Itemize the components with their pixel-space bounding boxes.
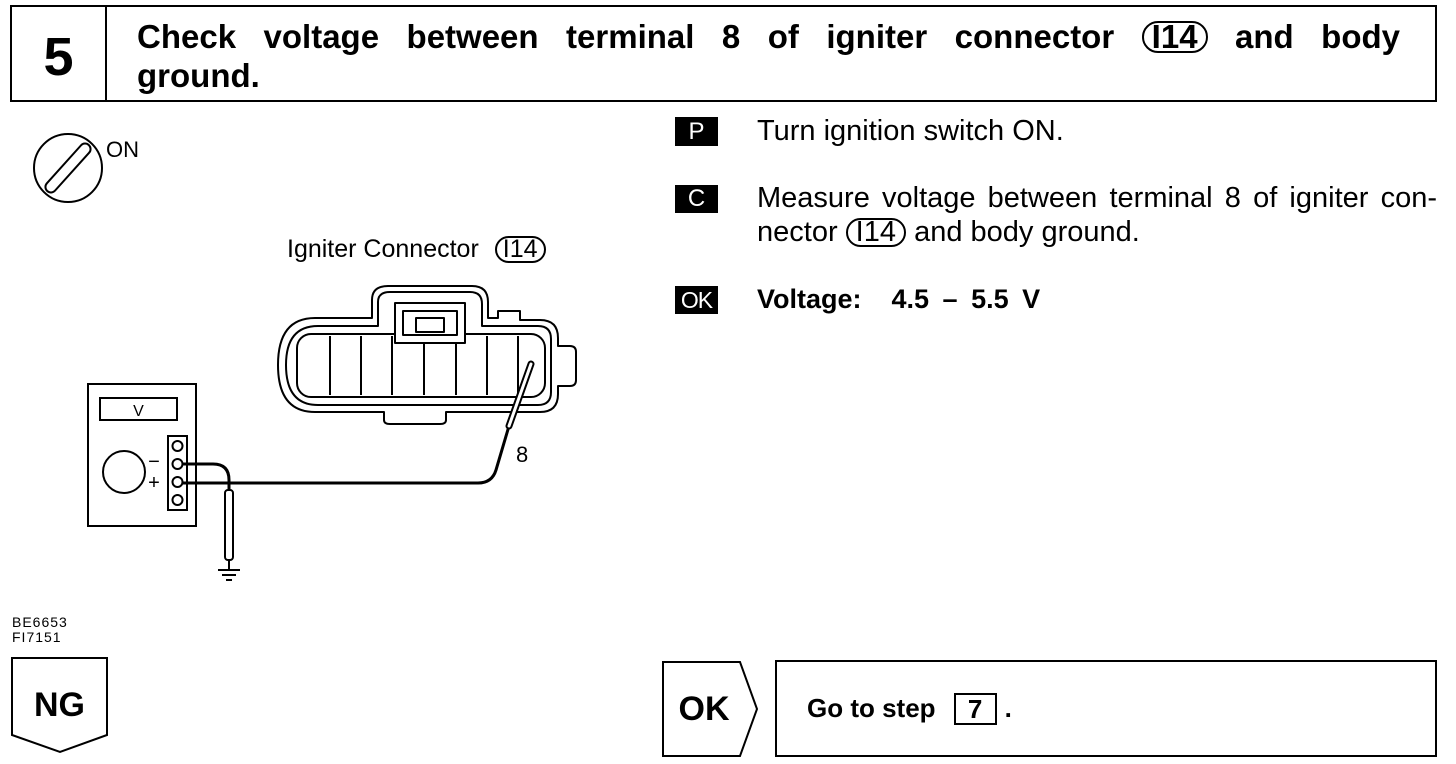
prepare-instruction: Turn ignition switch ON. bbox=[757, 115, 1064, 147]
negative-wire bbox=[182, 462, 231, 490]
ng-result-label: NG bbox=[34, 686, 85, 724]
step-title-line-1: Check voltage between terminal 8 of igni… bbox=[137, 17, 1400, 56]
connector-code-badge: I14 bbox=[1141, 20, 1208, 53]
meter-terminal bbox=[171, 494, 184, 506]
ignition-switch-icon bbox=[33, 133, 103, 203]
meter-body bbox=[87, 383, 197, 527]
connector-housing-outer bbox=[277, 285, 577, 425]
latch-inner bbox=[415, 317, 445, 333]
step-title: Check voltage between terminal 8 of igni… bbox=[137, 17, 1400, 95]
check-badge: C bbox=[675, 185, 718, 213]
meter-unit: V bbox=[133, 403, 144, 420]
ground-icon bbox=[218, 569, 240, 581]
step-title-line-2: ground. bbox=[137, 57, 260, 94]
check-instruction-line-1: Measure voltage between terminal 8 of ig… bbox=[757, 182, 1437, 214]
step-header: 5 Check voltage between terminal 8 of ig… bbox=[10, 5, 1437, 102]
meter-minus-sign: − bbox=[148, 451, 160, 473]
connector-code-badge: I14 bbox=[494, 236, 546, 263]
check-instruction: Measure voltage between terminal 8 of ig… bbox=[757, 181, 1437, 249]
positive-wire bbox=[182, 425, 511, 485]
voltage-value: 4.5 – 5.5 V bbox=[891, 284, 1041, 314]
key-slot bbox=[44, 142, 92, 194]
check-instruction-text: and body ground. bbox=[914, 216, 1140, 248]
ng-result-marker bbox=[11, 657, 108, 754]
ok-result-box: Go to step 7. bbox=[775, 660, 1437, 757]
connector-label: Igniter Connector I14 bbox=[287, 234, 546, 264]
negative-test-lead bbox=[182, 462, 234, 570]
positive-test-lead bbox=[182, 360, 535, 485]
ground-probe bbox=[224, 489, 234, 561]
step-title-text: and body bbox=[1235, 18, 1401, 55]
terminal-slots bbox=[329, 336, 519, 395]
meter-terminal bbox=[171, 440, 184, 452]
meter-terminal-positive bbox=[171, 476, 184, 488]
prepare-badge: P bbox=[675, 117, 718, 146]
meter-display bbox=[99, 397, 178, 421]
connector-housing-inner bbox=[285, 291, 552, 406]
figure-code: FI7151 bbox=[12, 629, 62, 645]
voltmeter: V − + bbox=[87, 383, 197, 527]
step-number: 5 bbox=[12, 7, 107, 100]
switch-on-label: ON bbox=[106, 137, 139, 162]
switch-body bbox=[33, 133, 103, 203]
meter-terminal-negative bbox=[171, 458, 184, 470]
figure-code: BE6653 bbox=[12, 614, 68, 630]
go-to-step-period: . bbox=[1004, 693, 1012, 723]
probe-core bbox=[507, 362, 533, 428]
voltage-label: Voltage: bbox=[757, 284, 862, 314]
figure-codes: BE6653 FI7151 bbox=[12, 615, 68, 645]
connector-code-badge: I14 bbox=[845, 218, 906, 247]
connector-label-text: Igniter Connector bbox=[287, 235, 479, 263]
meter-dial bbox=[102, 450, 146, 494]
check-instruction-line-2: nector I14 and body ground. bbox=[757, 215, 1437, 249]
go-to-step-text: Go to step bbox=[807, 693, 936, 723]
ok-condition-badge: OK bbox=[675, 286, 718, 314]
ok-result-marker bbox=[662, 661, 759, 757]
ok-result-label: OK bbox=[678, 690, 730, 728]
igniter-connector-drawing bbox=[277, 285, 577, 425]
terminal-number-label: 8 bbox=[516, 442, 529, 467]
connector-latch bbox=[394, 302, 466, 344]
step-title-text: Check voltage between terminal 8 of igni… bbox=[137, 18, 1115, 55]
check-instruction-text: nector bbox=[757, 216, 838, 248]
meter-terminal-panel bbox=[167, 435, 188, 511]
meter-plus-sign: + bbox=[148, 472, 160, 494]
ok-condition: Voltage: 4.5 – 5.5 V bbox=[757, 282, 1040, 316]
step-reference: 7 bbox=[953, 692, 997, 725]
